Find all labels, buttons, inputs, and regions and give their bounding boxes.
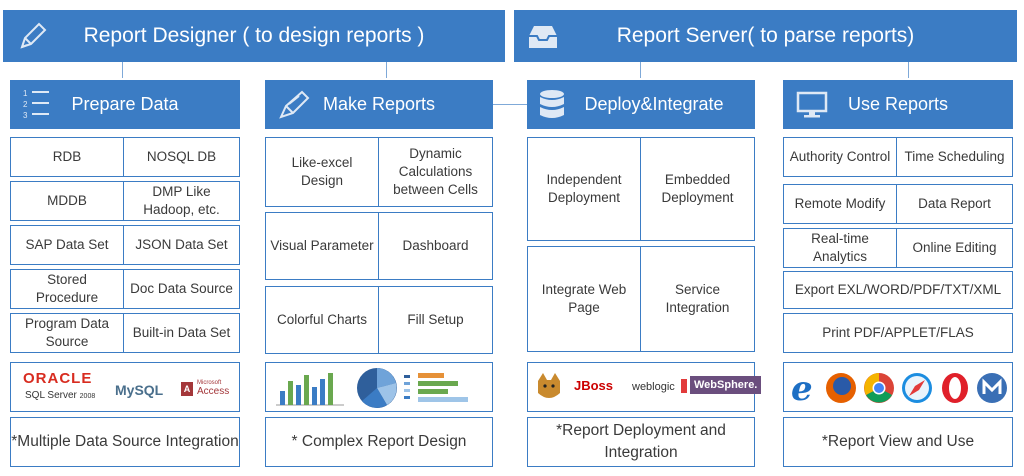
deploy-integrate-title: Deploy&Integrate [584,94,724,114]
access-icon: A [181,382,193,396]
feature-cell: Built-in Data Set [123,313,240,353]
mysql-logo: MySQL [115,382,164,398]
weblogic-logo: weblogic [632,377,688,395]
feature-cell: Print PDF/APPLET/FLAS [783,313,1013,353]
pie-chart-thumbnail [357,368,397,408]
feature-cell: Export EXL/WORD/PDF/TXT/XML [783,271,1013,309]
connector [122,62,123,78]
feature-cell: NOSQL DB [123,137,240,177]
svg-text:e: e [791,370,813,406]
feature-cell: Service Integration [640,246,755,352]
feature-cell: DMP Like Hadoop, etc. [123,181,240,221]
legend-thumbnail [404,375,410,399]
hbar-chart-thumbnail [418,373,468,402]
feature-cell: SAP Data Set [10,225,124,265]
feature-cell: Embedded Deployment [640,137,755,241]
pencil-icon [20,22,47,49]
websphere-logo: WebSphere. [690,376,762,394]
report-designer-banner: Report Designer ( to design reports ) [3,10,505,62]
server-logos: JBoss weblogic WebSphere. [527,362,762,412]
feature-cell: Colorful Charts [265,286,379,354]
feature-cell: Dynamic Calculations between Cells [378,137,493,207]
deployment-note: *Report Deployment and Integration [527,417,755,467]
svg-text:2: 2 [23,100,28,109]
use-reports-title: Use Reports [847,94,949,114]
feature-cell: Dashboard [378,212,493,280]
report-design-note: * Complex Report Design [265,417,493,467]
oracle-logo: ORACLE [23,370,93,387]
feature-cell: Remote Modify [783,184,897,224]
svg-text:1: 1 [23,89,28,98]
report-server-banner: Report Server( to parse reports) [514,10,1017,62]
feature-cell: Time Scheduling [896,137,1013,177]
numbered-list-icon: 1 2 3 [23,89,49,120]
safari-browser-icon [902,373,932,403]
use-reports-header: Use Reports [783,80,1013,129]
report-server-title: Report Server( to parse reports) [616,24,915,47]
access-logo: A Microsoft Access [181,380,237,398]
pen-icon [279,90,310,119]
chrome-browser-icon [864,373,894,403]
feature-cell: MDDB [10,181,124,221]
prepare-data-title: Prepare Data [71,94,179,114]
view-use-note: *Report View and Use [783,417,1013,467]
opera-browser-icon [942,373,968,403]
connector [908,62,909,78]
sqlserver-logo: SQL Server 2008 [25,390,95,401]
browser-logos: e [783,362,1013,412]
report-designer-title: Report Designer ( to design reports ) [83,24,425,47]
connector [640,62,641,78]
feature-cell: Stored Procedure [10,269,124,309]
feature-cell: Online Editing [896,228,1013,268]
feature-cell: Integrate Web Page [527,246,641,352]
feature-cell: Visual Parameter [265,212,379,280]
make-reports-header: Make Reports [265,80,493,129]
feature-cell: RDB [10,137,124,177]
weblogic-mark [681,378,688,393]
data-source-note: *Multiple Data Source Integration [10,417,240,467]
deploy-integrate-header: Deploy&Integrate [527,80,755,129]
connector [493,104,527,105]
inbox-tray-icon [529,26,557,48]
chart-thumbnails [265,362,493,412]
maxthon-browser-icon [977,373,1007,403]
data-source-logos: ORACLE SQL Server 2008 MySQL A Microsoft… [10,362,240,412]
feature-cell: Program Data Source [10,313,124,353]
svg-text:3: 3 [23,111,28,120]
sqlserver-label: SQL Server [25,390,77,401]
jboss-logo: JBoss [574,378,614,393]
feature-cell: Doc Data Source [123,269,240,309]
feature-cell: Like-excel Design [265,137,379,207]
feature-cell: Authority Control [783,137,897,177]
prepare-data-header: 1 2 3 Prepare Data [10,80,240,129]
feature-cell: JSON Data Set [123,225,240,265]
firefox-browser-icon [826,373,856,403]
feature-cell: Independent Deployment [527,137,641,241]
monitor-icon [796,91,828,118]
feature-cell: Fill Setup [378,286,493,354]
bar-chart-thumbnail [276,373,344,406]
connector [386,62,387,78]
tomcat-icon [538,373,560,398]
database-icon [540,90,564,118]
feature-cell: Real-time Analytics [783,228,897,268]
feature-cell: Data Report [896,184,1013,224]
make-reports-title: Make Reports [322,94,436,114]
ie-browser-icon: e [791,370,813,406]
sqlserver-version: 2008 [79,393,96,400]
